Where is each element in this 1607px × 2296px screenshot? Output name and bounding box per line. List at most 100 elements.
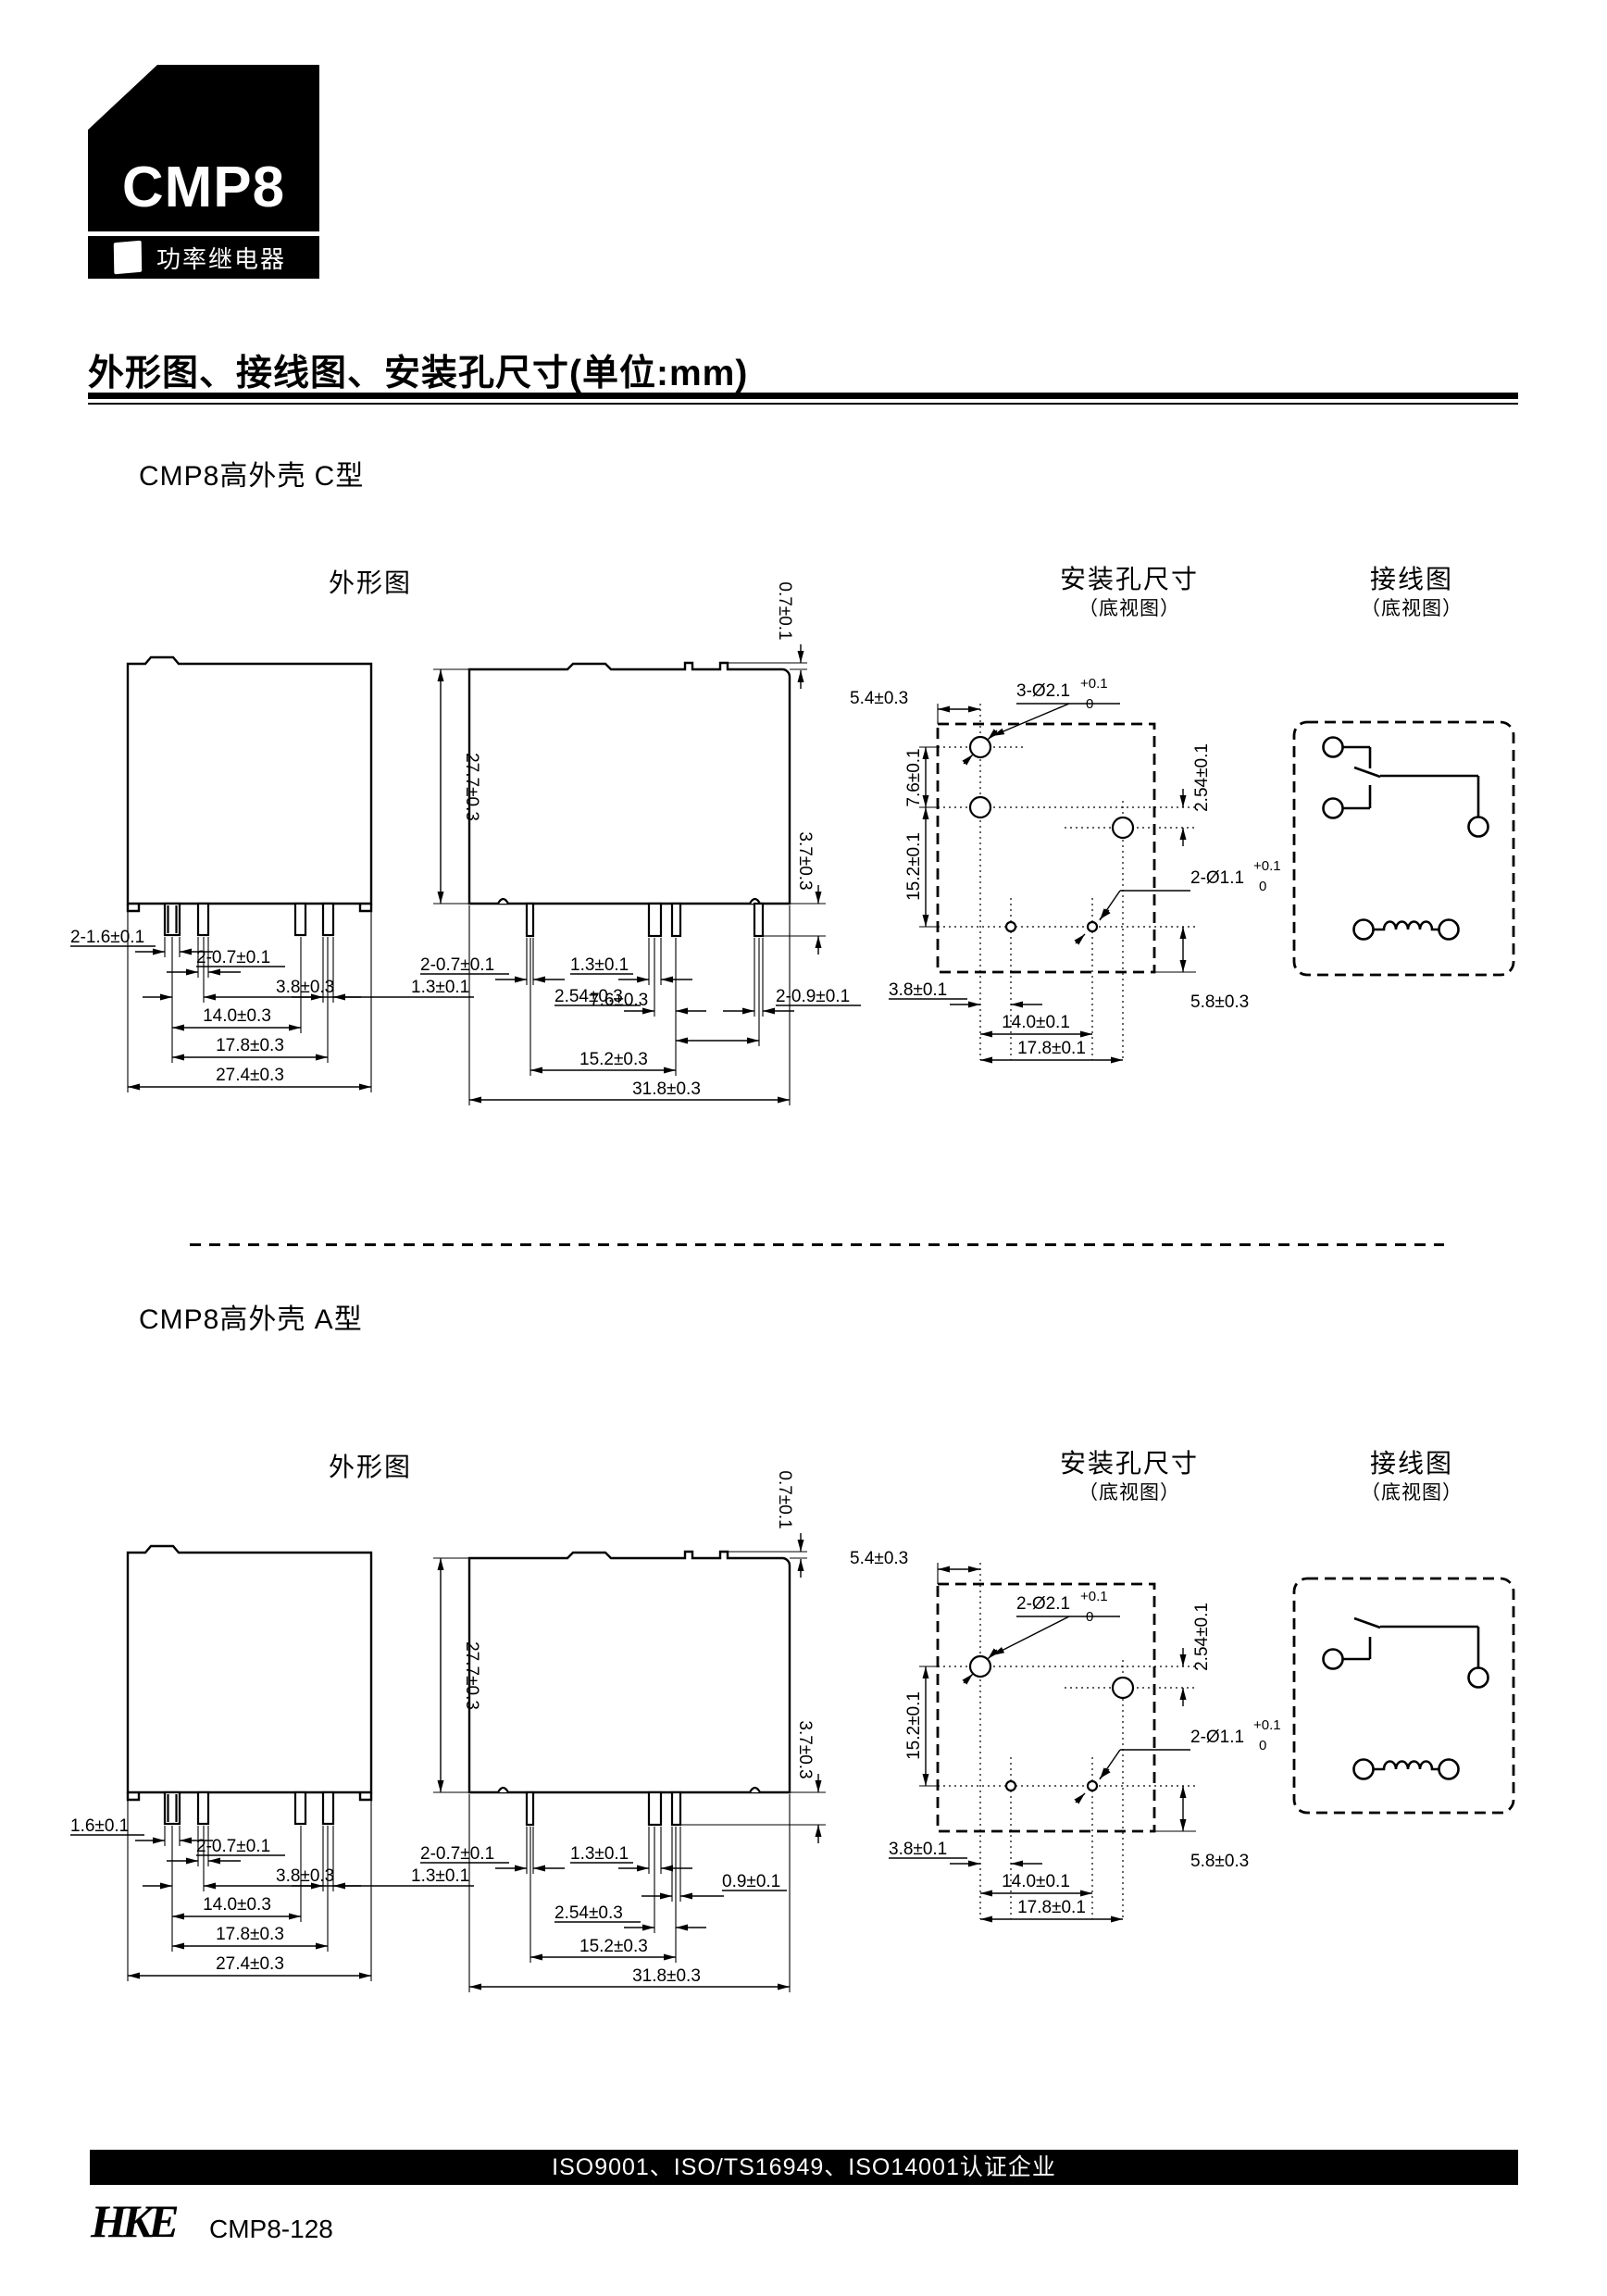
a-side-pins [525,1791,682,1827]
c-wiring-diagram [1292,720,1515,977]
c-side-dim-pins-a: 2-0.7±0.1 [420,955,494,975]
a-mount-dim-holes-small: 2-Ø1.1 [1190,1728,1244,1747]
a-mount-dim-holes-big: 2-Ø2.1 [1016,1594,1070,1614]
a-mount-holes-small-tol-plus: +0.1 [1253,1717,1281,1733]
a-front-dim-pitch3: 17.8±0.3 [216,1925,284,1944]
a-side-dim-pin-len: 3.7±0.3 [795,1720,815,1778]
c-side-dim-pitch3: 15.2±0.3 [579,1050,648,1069]
c-side-dim-length: 31.8±0.3 [632,1079,701,1099]
c-mounting-hole-drawing: 5.4±0.3 3-Ø2.1 +0.1 0 7.6±0.1 15.2±0.1 2… [850,676,1281,1064]
c-side-pins [525,902,765,938]
c-mounting-heading: 安装孔尺寸 [1059,565,1199,593]
c-mounting-view-label: （底视图） [1078,598,1180,619]
a-front-dim-pitch2: 14.0±0.3 [203,1895,271,1915]
c-mount-holes [968,735,1135,933]
c-mount-holes-small-tol-zero: 0 [1259,879,1266,894]
c-side-dimension-lines [420,644,861,1104]
a-outline-heading: 外形图 [328,1453,412,1481]
iso-certification-bar: ISO9001、ISO/TS16949、ISO14001认证企业 [90,2150,1518,2185]
a-wire-circuit [1322,1616,1489,1780]
a-front-dim-pitch1: 3.8±0.3 [276,1866,334,1886]
c-side-case [467,661,791,905]
c-side-dim-pitch2: 7.6±0.3 [590,991,648,1010]
c-mount-dim-h2: 17.8±0.1 [1017,1039,1086,1058]
c-mount-dim-v2: 15.2±0.1 [904,832,924,901]
page-title: 外形图、接线图、安装孔尺寸(单位:mm) [88,354,749,393]
c-front-dimension-lines [70,945,474,1091]
a-side-dim-height: 27.7±0.3 [462,1641,481,1710]
a-front-extension-lines [127,1794,372,1981]
a-side-extension-lines [433,1551,826,1992]
c-side-extension-lines [433,662,826,1105]
c-wiring-view-label: （底视图） [1361,598,1463,619]
c-side-dim-height: 27.7±0.3 [462,753,481,821]
c-mount-dim-off-left: 3.8±0.1 [889,980,947,1000]
a-mount-dim-h2: 17.8±0.1 [1017,1898,1086,1917]
a-mount-dim-off-top: 5.4±0.3 [850,1549,908,1568]
a-mount-dim-off-bot: 5.8±0.3 [1190,1852,1249,1871]
c-mount-holes-big-tol-zero: 0 [1086,696,1093,712]
c-front-dim-pitch2: 14.0±0.3 [203,1006,271,1026]
page-code: CMP8-128 [209,2215,333,2243]
a-front-pins [163,1791,335,1826]
a-wiring-heading: 接线图 [1369,1449,1453,1478]
c-mount-holes-big-tol-plus: +0.1 [1080,676,1108,692]
a-mount-holes [968,1654,1135,1792]
brand-logo: HKE [91,2195,180,2247]
category-banner: 功率继电器 [88,236,319,279]
c-front-case [126,655,373,913]
c-side-dim-pin-len: 3.7±0.3 [795,831,815,890]
a-mount-dim-v3: 2.54±0.1 [1192,1603,1212,1671]
a-mount-dim-h1: 14.0±0.1 [1002,1872,1070,1891]
a-wiring-diagram [1292,1577,1515,1815]
a-mount-holes-small-tol-zero: 0 [1259,1738,1266,1753]
c-front-dim-pitch1: 3.8±0.3 [276,978,334,997]
c-mount-dim-v3: 2.54±0.1 [1192,743,1212,812]
c-mount-dimension-lines [889,703,1190,1064]
a-side-dim-pin-c: 0.9±0.1 [722,1872,780,1891]
section-title-c: CMP8高外壳 C型 [139,461,365,492]
c-front-dim-pitch3: 17.8±0.3 [216,1036,284,1055]
a-front-dim-width: 27.4±0.3 [216,1954,284,1974]
c-mount-dim-holes-small: 2-Ø1.1 [1190,868,1244,888]
category-label: 功率继电器 [156,244,287,273]
title-rule-thin [88,403,1518,405]
c-wire-circuit [1322,736,1489,941]
a-front-view-drawing: 1.6±0.1 2-0.7±0.1 3.8±0.3 1.3±0.1 14.0±0… [70,1544,474,1981]
page-icon [113,240,143,275]
c-front-dim-pins-a: 2-1.6±0.1 [70,928,144,947]
a-front-case [126,1544,373,1802]
c-side-dim-cover: 0.7±0.1 [775,581,794,640]
c-side-dim-pins-c: 2-0.9±0.1 [776,987,850,1006]
a-wiring-view-label: （底视图） [1361,1482,1463,1504]
a-mounting-view-label: （底视图） [1078,1482,1180,1504]
c-front-dim-width: 27.4±0.3 [216,1066,284,1085]
a-side-dim-pins-a: 2-0.7±0.1 [420,1844,494,1864]
a-side-case [467,1550,791,1794]
a-side-dim-pitch1: 2.54±0.3 [554,1903,623,1923]
title-rule-thick [88,393,1518,399]
c-wiring-heading: 接线图 [1369,565,1453,593]
c-front-dim-pin-c: 1.3±0.1 [411,978,469,997]
a-mount-dimension-lines [889,1566,1190,1923]
c-mount-dim-h1: 14.0±0.1 [1002,1013,1070,1032]
c-side-dim-pin-b: 1.3±0.1 [570,955,629,975]
section-separator [190,1243,1444,1246]
brand-model-logo: CMP8 [88,65,319,231]
c-mount-dim-holes-big: 3-Ø2.1 [1016,681,1070,701]
a-front-dim-pins-a: 1.6±0.1 [70,1816,129,1836]
a-mount-dim-v2: 15.2±0.1 [904,1691,924,1760]
a-side-dim-length: 31.8±0.3 [632,1966,701,1986]
c-wire-outline [1292,720,1515,977]
c-side-dim-pitch1: 2.54±0.3 [554,987,623,1006]
a-front-dim-pins-b: 2-0.7±0.1 [196,1837,270,1856]
a-side-dim-cover: 0.7±0.1 [775,1470,794,1529]
c-mount-extension-lines [919,704,1196,973]
c-mount-dim-off-top: 5.4±0.3 [850,689,908,708]
c-side-view-drawing: 27.7±0.3 0.7±0.1 3.7±0.3 2-0.7±0.1 1.3±0… [420,581,861,1105]
section-title-a: CMP8高外壳 A型 [139,1304,363,1335]
c-mount-dim-v1: 7.6±0.1 [904,748,924,806]
a-mount-holes-big-tol-zero: 0 [1086,1609,1093,1625]
c-front-dim-pins-b: 2-0.7±0.1 [196,948,270,967]
